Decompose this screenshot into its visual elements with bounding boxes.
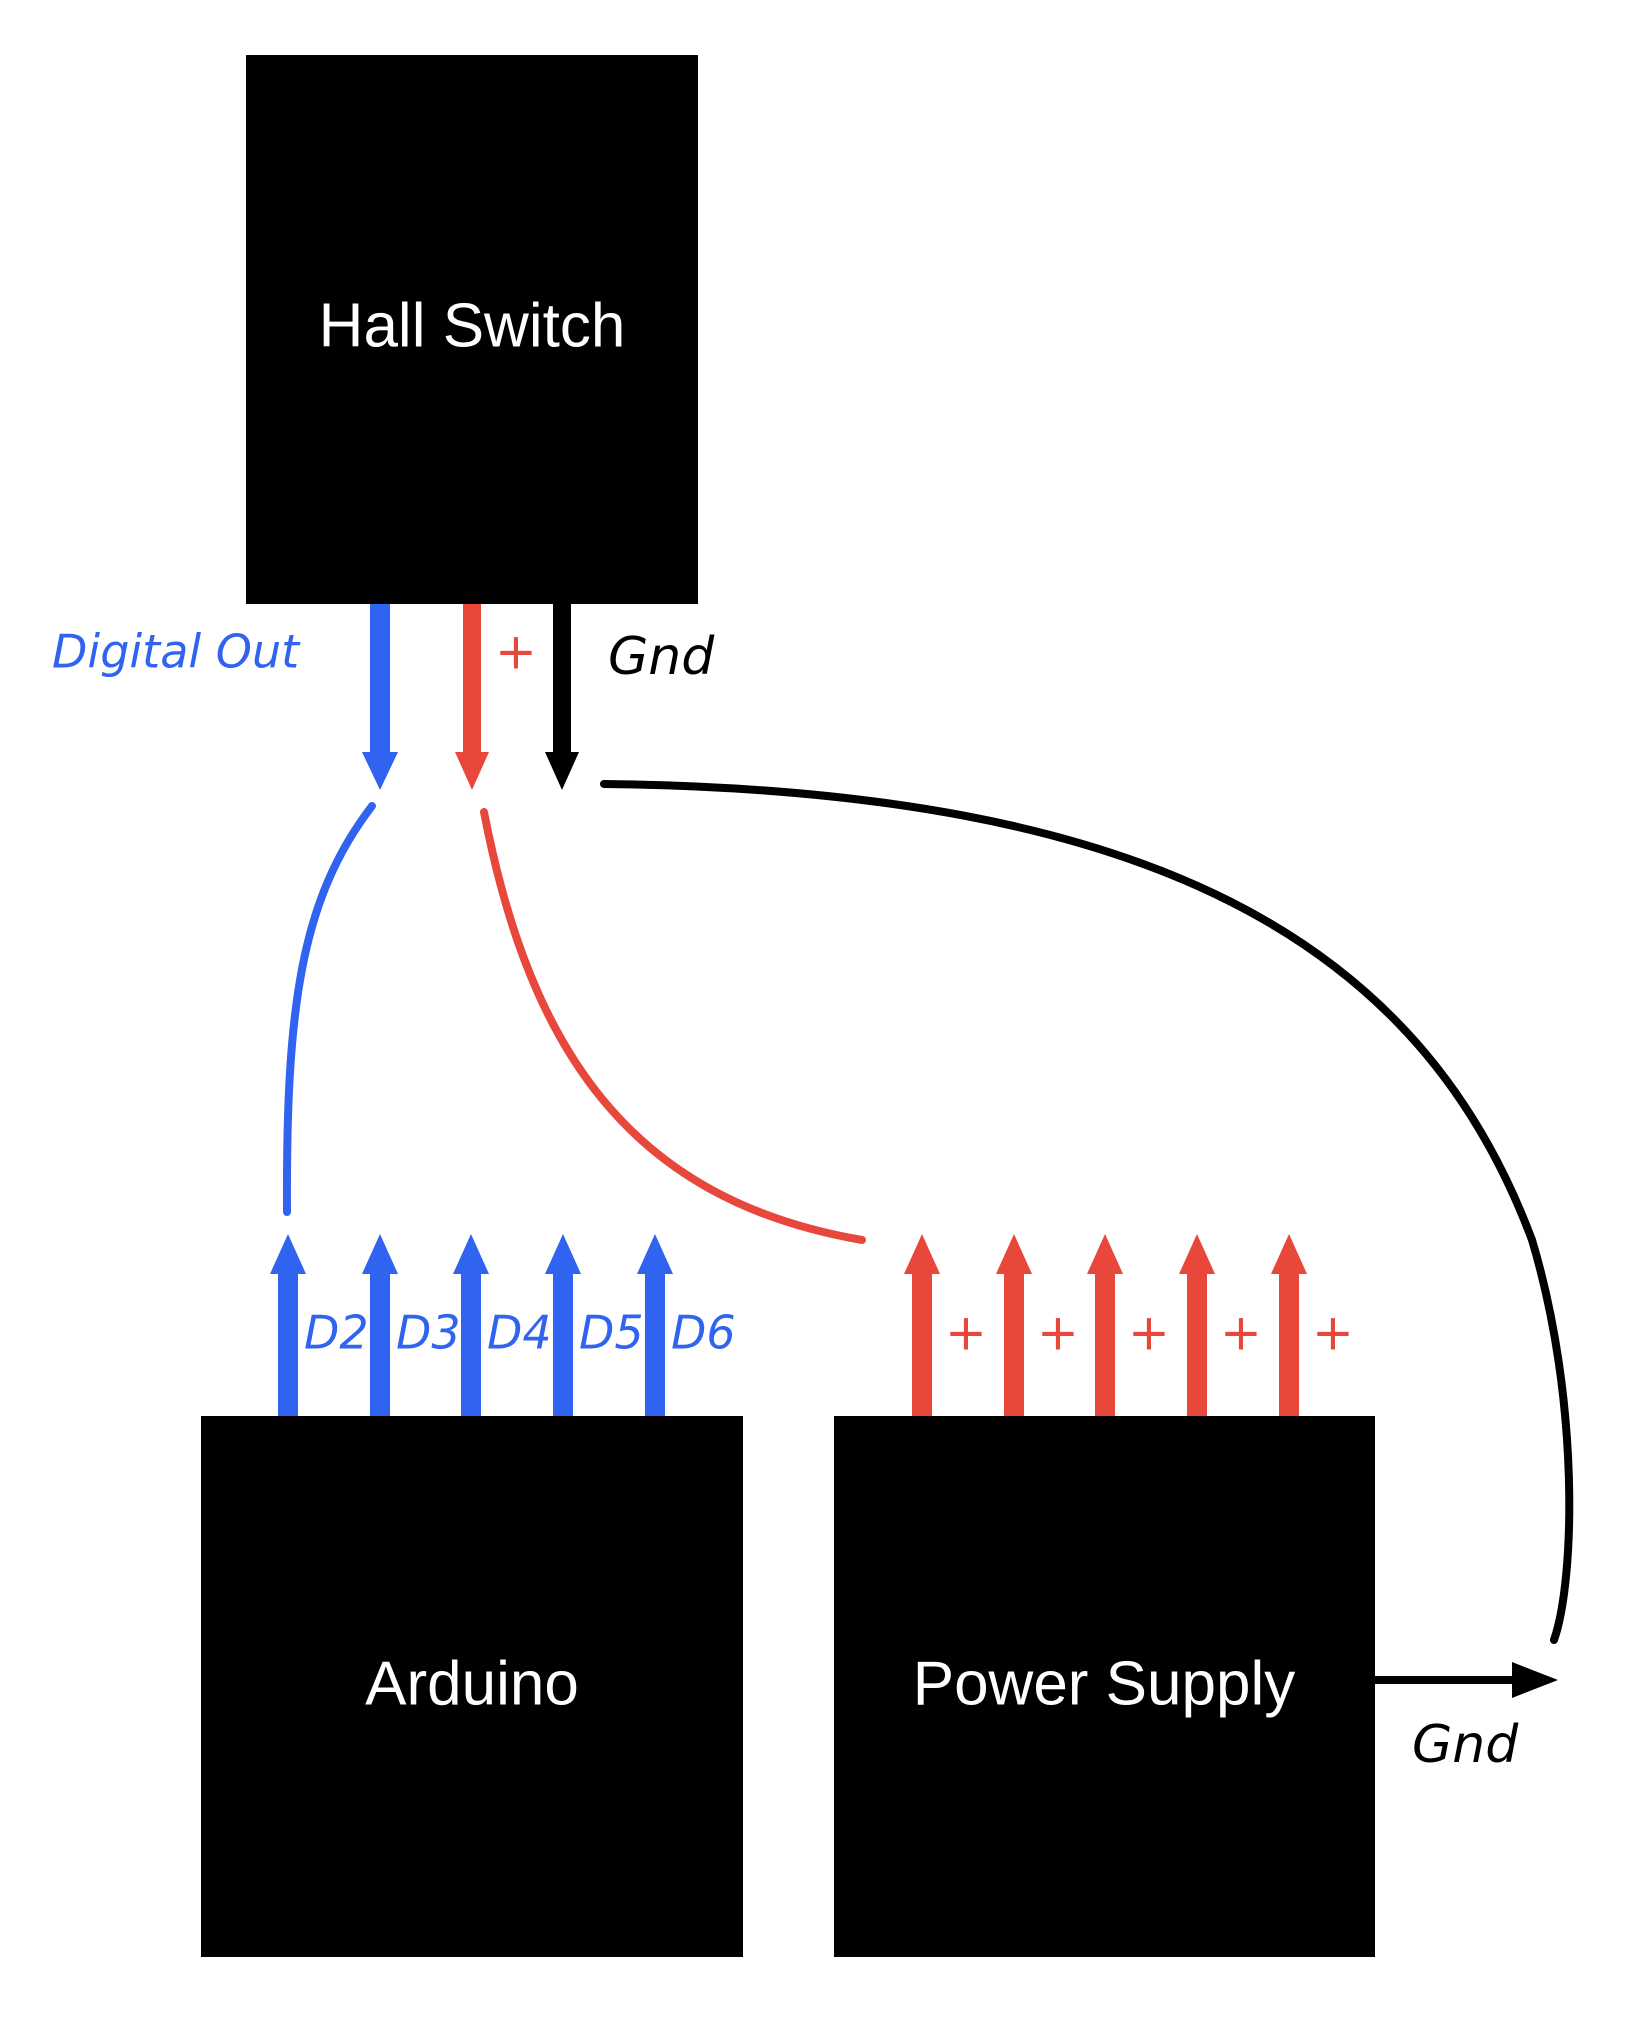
power-pin-label-2: +	[1037, 1304, 1079, 1362]
power-pin-label-5: +	[1312, 1304, 1354, 1362]
arduino-pin-arrow-d5	[545, 1234, 581, 1416]
power-supply-box: Power Supply	[834, 1416, 1375, 1957]
hall-plus-label: +	[495, 623, 537, 681]
power-pin-label-4: +	[1220, 1304, 1262, 1362]
signal-wire	[282, 802, 376, 1216]
power-pin-arrow-1	[904, 1234, 940, 1416]
hall-switch-box: Hall Switch	[246, 55, 698, 604]
arduino-pin-label-d2: D2	[304, 1306, 369, 1360]
power-pin-group: + + + + +	[904, 1234, 1354, 1416]
ground-wire	[600, 780, 1574, 1644]
hall-gnd-label: Gnd	[608, 627, 715, 687]
arduino-pin-arrow-d6	[637, 1234, 673, 1416]
arduino-pin-arrow-d4	[453, 1234, 489, 1416]
power-pin-label-3: +	[1128, 1304, 1170, 1362]
power-pin-label-1: +	[945, 1304, 987, 1362]
arduino-pin-arrow-d3	[362, 1234, 398, 1416]
arduino-pin-label-d4: D4	[487, 1306, 552, 1360]
arduino-pin-arrow-d2	[270, 1234, 306, 1416]
hall-gnd-arrow	[545, 604, 579, 790]
arduino-pin-label-d3: D3	[396, 1306, 461, 1360]
arduino-pin-label-d5: D5	[579, 1306, 644, 1360]
hall-switch-label: Hall Switch	[319, 291, 626, 360]
power-gnd-label: Gnd	[1412, 1715, 1519, 1775]
power-supply-label: Power Supply	[913, 1649, 1296, 1718]
power-wire	[480, 808, 866, 1244]
power-pin-arrow-4	[1179, 1234, 1215, 1416]
power-pin-arrow-2	[996, 1234, 1032, 1416]
arduino-pin-label-d6: D6	[671, 1306, 736, 1360]
hall-digital-out-arrow	[362, 604, 398, 790]
digital-out-label: Digital Out	[52, 625, 301, 679]
power-pin-arrow-5	[1271, 1234, 1307, 1416]
arduino-pin-group: D2 D3 D4 D5 D6	[270, 1234, 736, 1416]
power-gnd-arrow	[1375, 1662, 1558, 1698]
power-pin-arrow-3	[1087, 1234, 1123, 1416]
arduino-label: Arduino	[365, 1649, 579, 1718]
hall-plus-arrow	[455, 604, 489, 790]
arduino-box: Arduino	[201, 1416, 743, 1957]
